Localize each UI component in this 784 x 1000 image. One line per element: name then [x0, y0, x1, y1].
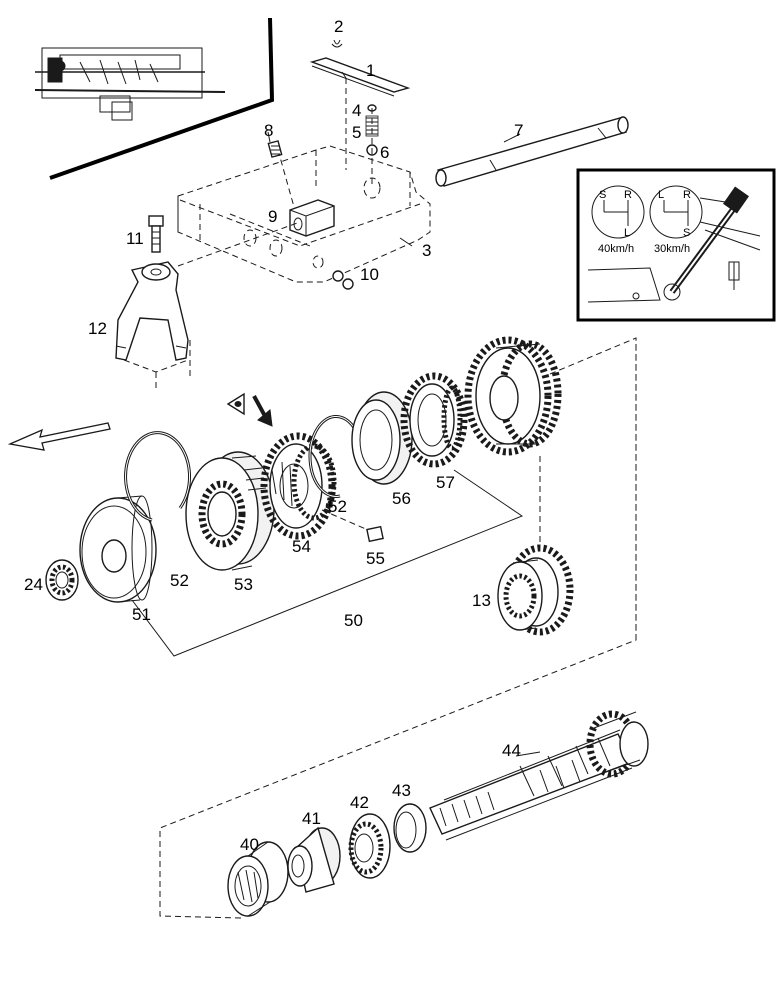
locator-inset [34, 17, 275, 180]
callout-51: 51 [132, 605, 151, 624]
callout-24: 24 [24, 575, 43, 594]
callout-1: 1 [366, 61, 375, 80]
callout-13: 13 [472, 591, 491, 610]
shift-pos-s-right: S [683, 227, 690, 239]
gear-13 [497, 544, 574, 636]
gearbox-locator-sketch [34, 47, 226, 121]
callout-52-right: 52 [328, 497, 347, 516]
shaft-spline-teeth [439, 759, 581, 827]
callout-4: 4 [352, 101, 361, 120]
callout-12: 12 [88, 319, 107, 338]
callout-44: 44 [502, 741, 521, 760]
shift-pos-s-left: S [599, 189, 606, 201]
synchro-hub-53 [185, 451, 275, 571]
synchro-ring-56 [351, 391, 413, 485]
shift-pattern-left: S R L 40km/h [591, 185, 645, 255]
bolt-11 [148, 215, 164, 253]
callout-55: 55 [366, 549, 385, 568]
bushing-41 [287, 826, 341, 893]
leader-lines [267, 71, 541, 757]
thrust-washer-51 [79, 495, 157, 603]
shift-pattern-right: L R S 30km/h [649, 185, 703, 255]
shift-rod-7 [435, 116, 629, 187]
view-arrow [226, 392, 273, 427]
main-shaft-44 [429, 710, 649, 841]
clip-2 [331, 39, 343, 48]
callout-11: 11 [126, 229, 144, 248]
callout-9: 9 [268, 207, 277, 226]
plug-8 [267, 140, 283, 158]
callout-54: 54 [292, 537, 311, 556]
key-insert-55 [321, 509, 384, 543]
bearing-42 [348, 813, 391, 879]
synchro-ring-57 [400, 372, 468, 468]
assembly-50-bracket [131, 337, 637, 919]
callout-10: 10 [360, 265, 379, 284]
shift-lever-sketch [587, 186, 761, 303]
callout-52-left: 52 [170, 571, 189, 590]
needle-bearing-40 [227, 841, 289, 917]
housing-3 [177, 78, 431, 283]
callout-7: 7 [514, 121, 523, 140]
callout-41: 41 [302, 809, 321, 828]
cover-plate-1 [309, 57, 411, 93]
callout-57: 57 [436, 473, 455, 492]
callout-50: 50 [344, 611, 363, 630]
shift-pos-r-right: R [683, 189, 691, 201]
washer-43 [393, 803, 427, 853]
callout-5: 5 [352, 123, 361, 142]
shift-collar-54 [260, 432, 337, 540]
shift-pos-l-right: L [658, 189, 664, 201]
shift-pos-r-left: R [624, 189, 632, 201]
callout-labels: 1 2 3 4 5 6 7 8 9 10 11 12 13 24 40 41 4… [24, 17, 523, 854]
shift-block-9 [289, 199, 335, 237]
speed-label-right: 30km/h [654, 243, 690, 255]
speed-label-left: 40km/h [598, 243, 634, 255]
balls-10 [332, 270, 354, 290]
nut-24 [45, 559, 79, 601]
direction-arrow [7, 422, 111, 451]
callout-8: 8 [264, 121, 273, 140]
callout-42: 42 [350, 793, 369, 812]
callout-56: 56 [392, 489, 411, 508]
callout-43: 43 [392, 781, 411, 800]
shift-pattern-inset: S R L 40km/h L R S 30km/h [576, 168, 776, 322]
shift-pos-l-left: L [624, 227, 630, 239]
callout-2: 2 [334, 17, 343, 36]
callout-40: 40 [240, 835, 259, 854]
callout-3: 3 [422, 241, 431, 260]
callout-6: 6 [380, 143, 389, 162]
large-gear [464, 336, 562, 456]
shift-fork-12 [115, 221, 301, 388]
callout-53: 53 [234, 575, 253, 594]
